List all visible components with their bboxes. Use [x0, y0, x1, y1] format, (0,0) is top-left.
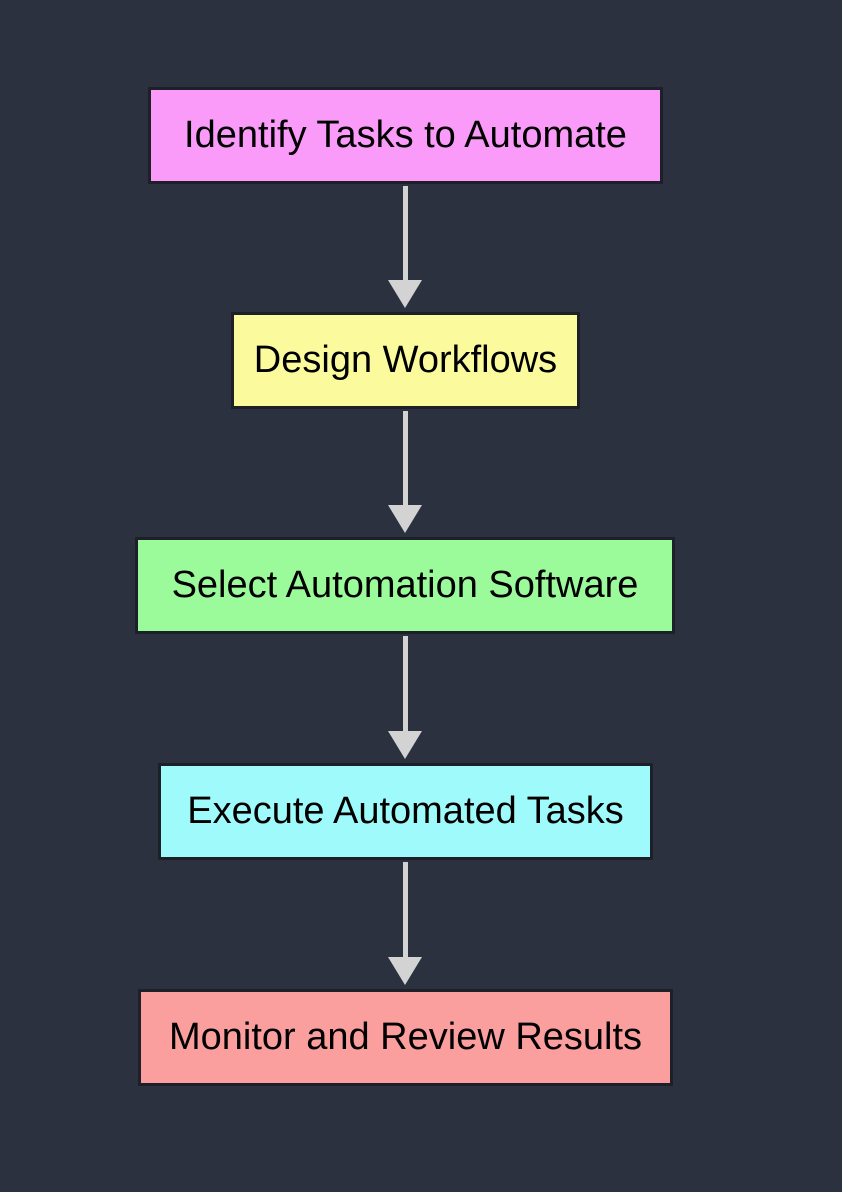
arrow-down-icon: [388, 636, 422, 759]
node-label: Design Workflows: [253, 339, 558, 381]
node-label: Execute Automated Tasks: [187, 790, 624, 832]
arrow-shaft: [402, 636, 408, 731]
node-monitor-review-results[interactable]: Monitor and Review Results: [138, 989, 673, 1086]
arrowhead-icon: [388, 280, 422, 308]
node-label: Select Automation Software: [171, 564, 639, 606]
arrow-shaft: [402, 862, 408, 957]
node-label: Monitor and Review Results: [168, 1016, 643, 1058]
node-select-automation-software[interactable]: Select Automation Software: [135, 537, 675, 634]
arrow-down-icon: [388, 411, 422, 533]
arrow-shaft: [402, 186, 408, 280]
arrowhead-icon: [388, 731, 422, 759]
arrow-shaft: [402, 411, 408, 505]
arrowhead-icon: [388, 505, 422, 533]
arrow-down-icon: [388, 862, 422, 985]
node-execute-automated-tasks[interactable]: Execute Automated Tasks: [158, 763, 653, 860]
node-identify-tasks[interactable]: Identify Tasks to Automate: [148, 87, 663, 184]
node-label: Identify Tasks to Automate: [184, 114, 627, 156]
arrow-down-icon: [388, 186, 422, 308]
arrowhead-icon: [388, 957, 422, 985]
node-design-workflows[interactable]: Design Workflows: [231, 312, 580, 409]
